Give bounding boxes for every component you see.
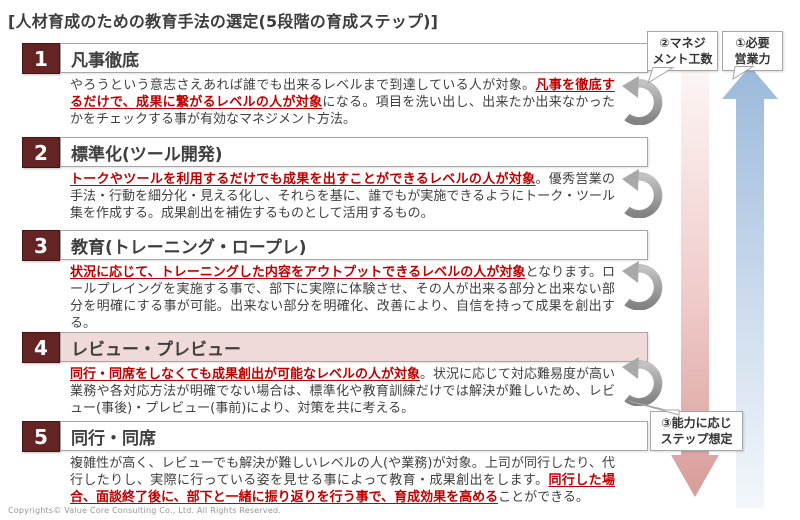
callout-sales-ability: ①必要 営業力 [722,31,783,71]
step-title-bar: 標準化(ツール開発) [60,137,648,167]
step-section-1: 1 凡事徹底 やろうという意志さえあれば誰でも出来るレベルまで到達している人が対… [22,43,648,128]
step-description: トークやツールを利用するだけでも成果を出すことができるレベルの人が対象。優秀営業… [70,171,615,222]
step-title-bar: 同行・同席 [60,421,648,451]
emphasis-text: 状況に応じて、トレーニングした内容をアウトプットできるレベルの人が対象 [70,265,526,280]
emphasis-text: 凡事を徹底するだけで、成果に繋がるレベルの人が対象 [70,78,615,110]
cycle-arrow-step2-icon [622,169,663,218]
step-description: やろうという意志さえあれば誰でも出来るレベルまで到達している人が対象。凡事を徹底… [70,77,615,128]
callout-step-assumption: ③能力に応じ ステップ想定 [650,411,743,451]
step-number: 1 [22,43,60,74]
body-text: になる。項目を洗い出し、出来たか出来なかったかをチェックする事が有効なマネジメン… [70,95,615,127]
body-text: 。優秀営業の手法・行動を細分化・見える化し、それらを基に、誰でもが実施できるよう… [70,172,615,221]
emphasis-text: 同行した場合、面談終了後に、部下と一緒に振り返りを行う事で、育成効果を高める [70,473,615,505]
cycle-arrow-step4-icon [622,357,663,406]
step-number: 3 [22,230,60,261]
callout-management-effort: ②マネジ メント工数 [647,31,718,71]
callout-tail-icon [647,67,675,85]
step-description: 同行・同席をしなくても成果創出が可能なレベルの人が対象。状況に応じて対応難易度が… [70,366,615,417]
body-text: 複雑性が高く、レビューでも解決が難しいレベルの人(や業務)が対象。上司が同行した… [70,456,615,488]
callout-line: メント工数 [652,52,713,66]
step-title: 凡事徹底 [71,50,139,71]
cycle-arrow-step1-icon [622,76,663,125]
callout-line: 営業力 [734,52,771,66]
step-section-5: 5 同行・同席 複雑性が高く、レビューでも解決が難しいレベルの人(や業務)が対象… [22,421,648,506]
callout-line: ステップ想定 [660,432,733,446]
step-title-bar: レビュー・プレビュー [60,332,648,362]
callout-tail-icon [628,400,680,416]
step-section-4: 4 レビュー・プレビュー 同行・同席をしなくても成果創出が可能なレベルの人が対象… [22,332,648,417]
body-text: となります。ロールプレイングを実施する事で、部下に実際に体験させ、その人が出来る… [70,265,615,331]
cycle-arrow-step3-icon [622,261,663,310]
step-title: 教育(トレーニング・ロープレ) [71,237,307,258]
step-title-bar: 凡事徹底 [60,43,648,73]
step-title: レビュー・プレビュー [71,339,241,360]
body-text: やろうという意志さえあれば誰でも出来るレベルまで到達している人が対象。 [70,78,536,93]
callout-line: ①必要 [735,36,770,50]
page-title: [人材育成のための教育手法の選定(5段階の育成ステップ)] [8,12,439,31]
sales-ability-up-arrow [722,66,778,508]
copyright-text: Copyrights© Value Core Consulting Co., L… [8,506,281,515]
step-title: 同行・同席 [71,428,156,449]
emphasis-text: トークやツールを利用するだけでも成果を出すことができるレベルの人が対象 [70,172,536,187]
callout-line: ③能力に応じ [661,416,732,430]
step-number: 5 [22,421,60,452]
body-text: ことができる。 [498,490,589,505]
callout-line: ②マネジ [659,36,706,50]
step-section-3: 3 教育(トレーニング・ロープレ) 状況に応じて、トレーニングした内容をアウトプ… [22,230,648,332]
step-description: 複雑性が高く、レビューでも解決が難しいレベルの人(や業務)が対象。上司が同行した… [70,455,615,506]
step-section-2: 2 標準化(ツール開発) トークやツールを利用するだけでも成果を出すことができる… [22,137,648,222]
step-description: 状況に応じて、トレーニングした内容をアウトプットできるレベルの人が対象となります… [70,264,615,332]
management-effort-down-arrow [671,71,719,497]
step-number: 2 [22,137,60,168]
step-title-bar: 教育(トレーニング・ロープレ) [60,230,648,260]
callout-tail-icon [732,66,755,81]
step-number: 4 [22,332,60,363]
body-text: 。状況に応じて対応難易度が高い業務や各対応方法が明確でない場合は、標準化や教育訓… [70,367,615,416]
step-title: 標準化(ツール開発) [71,144,223,165]
emphasis-text: 同行・同席をしなくても成果創出が可能なレベルの人が対象 [70,367,420,382]
